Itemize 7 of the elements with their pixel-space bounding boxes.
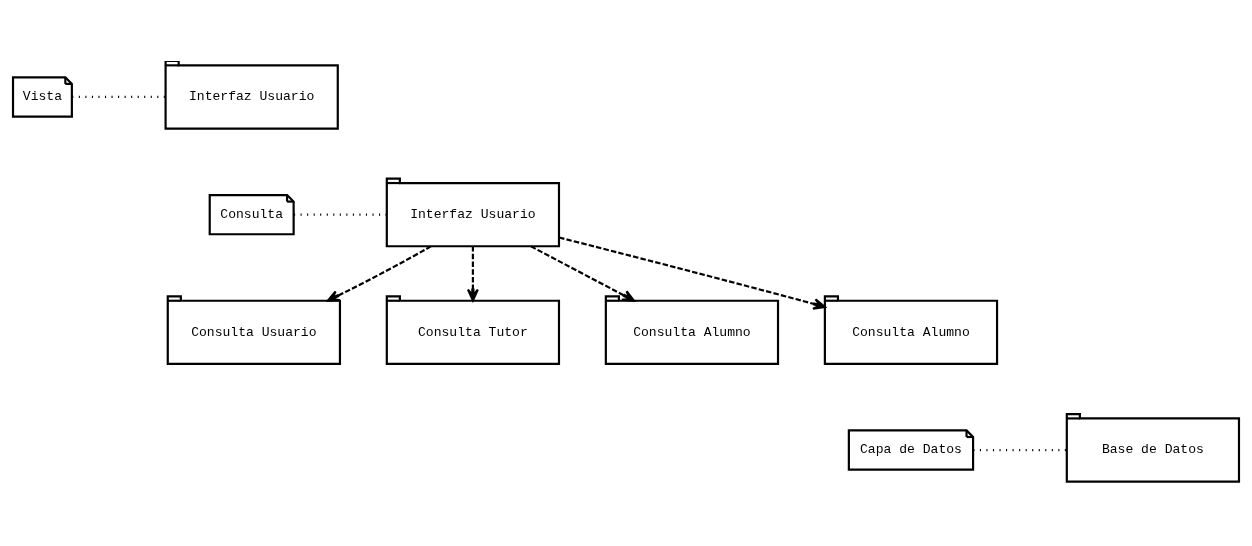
arrow xyxy=(326,244,432,302)
arrow xyxy=(559,236,826,310)
connector xyxy=(973,448,1067,451)
arrow xyxy=(530,244,635,302)
arrow xyxy=(466,245,479,302)
connector xyxy=(72,95,166,98)
connector xyxy=(294,213,387,216)
